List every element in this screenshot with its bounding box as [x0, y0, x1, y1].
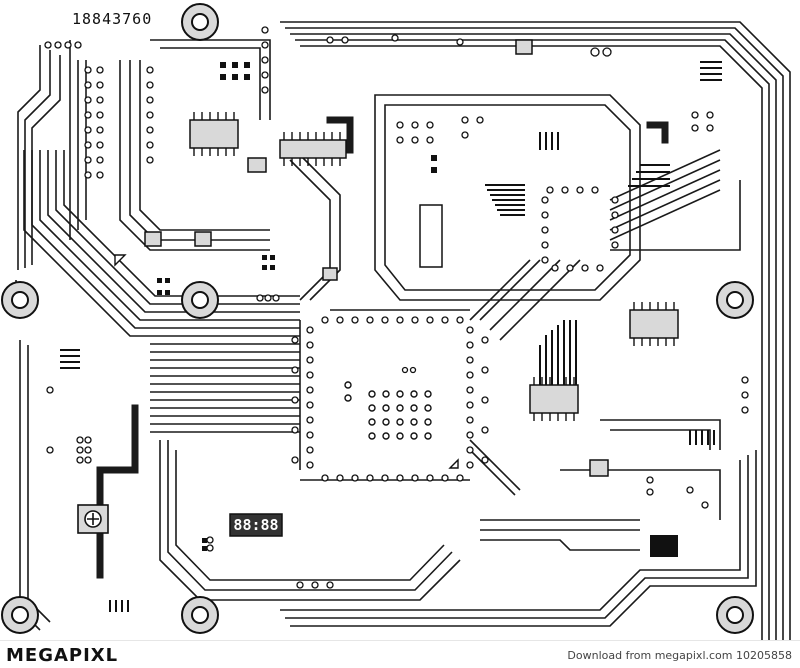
- trace-bus-right-3: [290, 33, 777, 640]
- mounting-hole-icon: [181, 3, 219, 41]
- footer-bar: MEGAPIXL Download from megapixl.com 1020…: [0, 640, 800, 668]
- trace-diag-4: [63, 150, 300, 297]
- trace-bus-right-2: [285, 27, 784, 640]
- trace-bus-left-1: [17, 45, 41, 270]
- trace-bus-right-1: [280, 21, 791, 640]
- download-credit: Download from megapixl.com 10205858: [567, 649, 792, 662]
- image-id: 10205858: [736, 649, 792, 662]
- mounting-hole-icon: [716, 596, 754, 634]
- trace-diag-5: [31, 150, 300, 329]
- mounting-hole-icon: [181, 596, 219, 634]
- megapixl-logo: MEGAPIXL: [6, 645, 119, 666]
- trace-bus-left-2: [24, 50, 51, 268]
- seven-segment-display-icon: [229, 513, 283, 537]
- mounting-hole-icon: [1, 596, 39, 634]
- seven-segment-display-readout: 88:88: [233, 516, 279, 534]
- board-serial-number: 18843760: [72, 10, 153, 28]
- trimmer-potentiometer-icon: [77, 504, 109, 534]
- download-text: Download from megapixl.com: [567, 649, 733, 662]
- ic-chip-icon: [144, 39, 679, 477]
- mounting-hole-icon: [716, 281, 754, 319]
- circuit-board-svg: [1, 3, 791, 640]
- trace-diag-1: [39, 150, 300, 321]
- trace-diag-6: [23, 150, 300, 337]
- mounting-hole-icon: [1, 281, 39, 319]
- trace-bus-right-4: [295, 39, 770, 640]
- trace-diag-3: [55, 150, 300, 305]
- trace-diag-2: [47, 150, 300, 313]
- trace-bus-right-5: [300, 45, 763, 640]
- mounting-hole-icon: [181, 281, 219, 319]
